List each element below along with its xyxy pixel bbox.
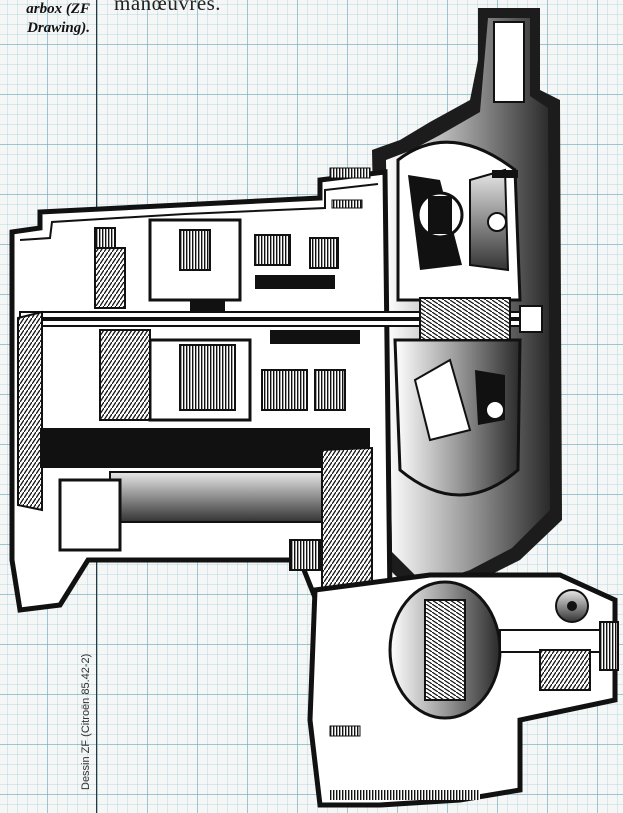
main-shaft (19, 297, 543, 341)
input-gear (17, 247, 151, 512)
casing-bolts (329, 167, 518, 737)
transfer-shaft (40, 428, 373, 601)
figure-caption: arbox (ZF Drawing). (0, 0, 90, 38)
drawing-credit: Dessin ZF (Citroën 85.42-2) (80, 653, 92, 790)
torque-converter (393, 140, 522, 497)
clutch-packs (94, 218, 360, 422)
body-text-fragment: manœuvres. (114, 0, 222, 15)
caption-line-1: arbox (ZF (26, 1, 90, 17)
caption-line-2: Drawing). (27, 20, 90, 36)
differential-housing (307, 572, 619, 808)
